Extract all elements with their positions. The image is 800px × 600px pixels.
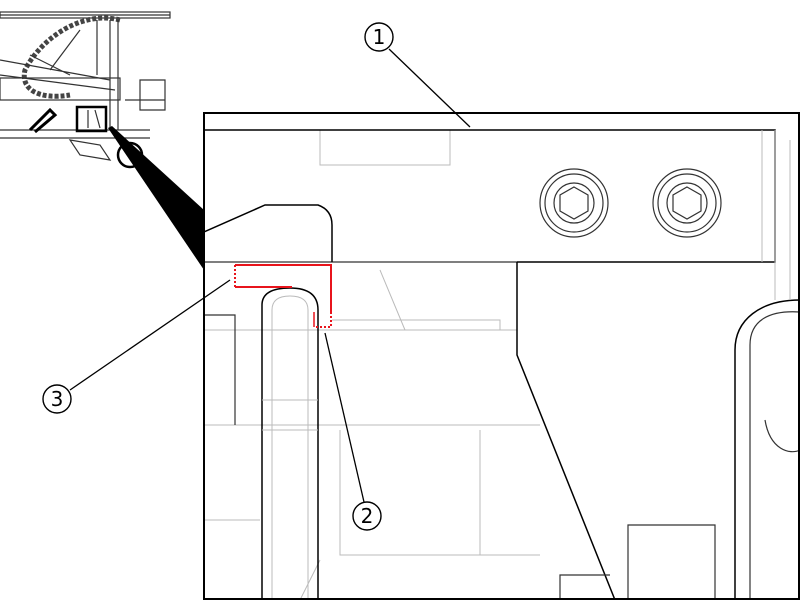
callout-3: 3 bbox=[42, 384, 72, 414]
detail-locator-box bbox=[75, 105, 108, 133]
callout-1-label: 1 bbox=[373, 25, 386, 49]
bolt-head-right bbox=[652, 168, 722, 238]
callout-2-label: 2 bbox=[361, 504, 374, 528]
callout-1: 1 bbox=[364, 22, 394, 52]
bolt-head-left bbox=[539, 168, 609, 238]
callout-2: 2 bbox=[352, 501, 382, 531]
magnifier-wedge bbox=[108, 126, 204, 270]
callout-3-label: 3 bbox=[51, 387, 64, 411]
highlight-contour bbox=[234, 264, 332, 328]
detail-view bbox=[203, 112, 800, 600]
detail-frame bbox=[203, 112, 800, 600]
overview-thumbnail bbox=[0, 11, 171, 169]
